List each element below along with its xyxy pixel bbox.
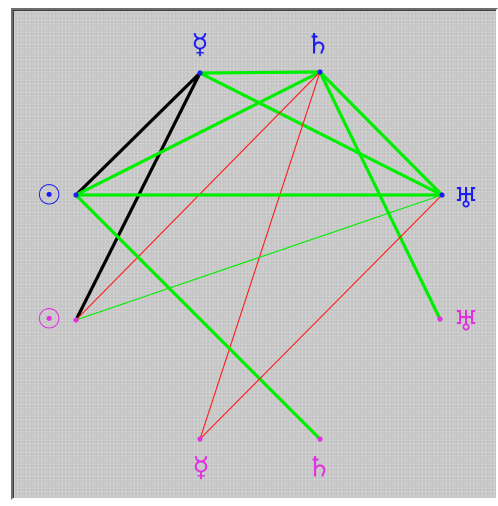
transit-uranus-glyph: ♅	[453, 182, 478, 215]
aspect-line-transit-sun-to-natal-saturn	[74, 193, 322, 441]
transit-mercury-dot	[197, 70, 203, 76]
transit-mercury-glyph: ☿	[191, 28, 208, 61]
aspect-line-transit-mercury-to-transit-uranus	[198, 71, 444, 197]
transit-uranus-dot	[439, 192, 445, 198]
transit-sun-glyph: ☉	[36, 179, 61, 212]
aspect-line-transit-mercury-to-transit-sun	[74, 71, 202, 197]
aspect-line-transit-saturn-to-transit-sun	[74, 70, 322, 197]
natal-saturn-dot	[317, 436, 323, 442]
aspect-line-transit-saturn-to-natal-mercury	[199, 71, 321, 440]
natal-mercury-glyph: ☿	[192, 451, 209, 484]
aspect-lines	[74, 70, 444, 441]
aspect-line-transit-saturn-to-transit-uranus	[318, 70, 444, 197]
transit-saturn-dot	[317, 69, 323, 75]
natal-uranus-glyph: ♅	[453, 305, 478, 338]
aspect-line-transit-mercury-to-transit-saturn	[198, 70, 322, 75]
transit-sun-dot	[73, 192, 79, 198]
transit-saturn-glyph: ♄	[305, 28, 330, 61]
aspect-panel-inner-bevel	[13, 10, 496, 498]
planet-dots	[73, 69, 445, 442]
natal-sun-glyph: ☉	[36, 303, 61, 336]
natal-uranus-dot	[437, 316, 443, 322]
aspect-line-transit-uranus-to-natal-sun	[75, 194, 443, 321]
natal-sun-dot	[73, 317, 79, 323]
natal-saturn-glyph: ♄	[306, 451, 331, 484]
aspect-line-transit-uranus-to-natal-mercury	[199, 194, 443, 440]
natal-mercury-dot	[197, 436, 203, 442]
aspect-panel	[11, 8, 498, 500]
